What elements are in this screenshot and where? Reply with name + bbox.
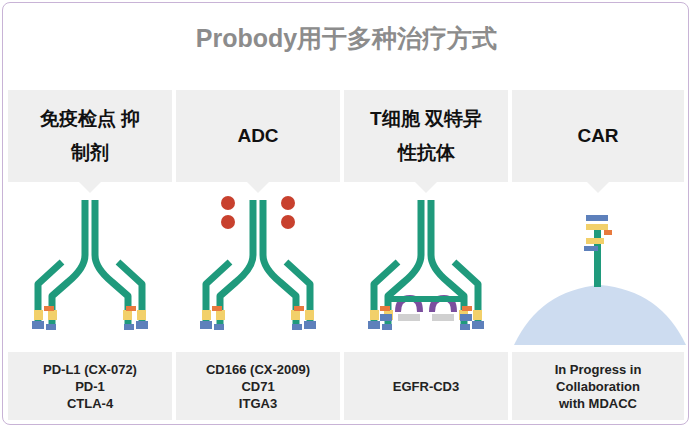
target-text: In Progress in Collaboration with MDACC [543,361,653,412]
target-list: CD166 (CX-2009)CD71ITGA3 [176,352,340,420]
target-text: PD-L1 (CX-072) [43,361,137,378]
target-list: EGFR-CD3 [344,352,508,420]
header-text: T细胞 双特异性抗体 [369,102,483,170]
header-text: ADC [237,119,278,153]
target-text: PD-1 [75,378,105,395]
target-text: CD71 [241,378,274,395]
category-header: ADC [176,90,340,182]
category-header: CAR [512,90,684,182]
category-header: T细胞 双特异性抗体 [344,90,508,182]
header-text: CAR [577,119,618,153]
target-text: ITGA3 [239,395,277,412]
target-text: EGFR-CD3 [393,378,459,395]
target-list: In Progress in Collaboration with MDACC [512,352,684,420]
figure-title: Probody用于多种治疗方式 [0,22,693,55]
target-text: CD166 (CX-2009) [206,361,310,378]
target-list: PD-L1 (CX-072)PD-1CTLA-4 [8,352,172,420]
target-text: CTLA-4 [67,395,113,412]
category-header: 免疫检点 抑制剂 [8,90,172,182]
header-text: 免疫检点 抑制剂 [33,102,147,170]
